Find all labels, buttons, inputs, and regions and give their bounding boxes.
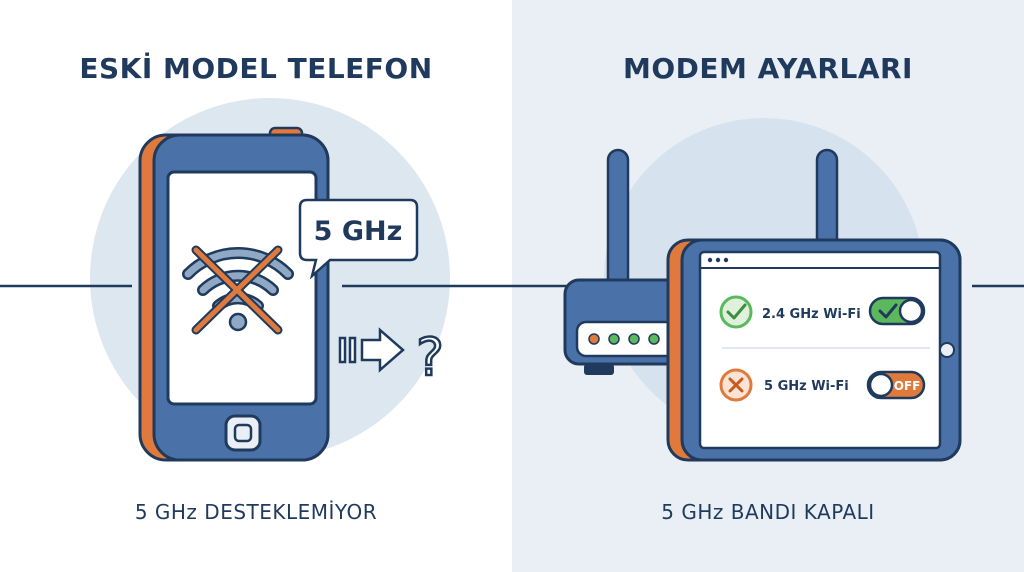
settings-row-24ghz: 2.4 GHz Wi-Fi [719,295,926,329]
toggle-5ghz[interactable]: OFF [866,370,926,400]
right-caption: 5 GHz BANDI KAPALI [661,500,875,524]
question-mark-icon: ? [416,328,444,388]
bubble-label: 5 GHz [314,216,403,247]
led-green [648,333,660,345]
row-5ghz-label: 5 GHz Wi-Fi [764,379,849,394]
settings-row-5ghz: 5 GHz Wi-Fi OFF [719,368,926,402]
tablet-icon [666,238,962,462]
check-icon [719,295,753,329]
left-caption: 5 GHz DESTEKLEMİYOR [134,500,378,524]
arrow-right-icon [338,327,405,373]
toggle-5ghz-text: OFF [894,379,921,393]
right-title: MODEM AYARLARI [623,52,913,85]
disabled-x-icon [191,245,283,335]
frequency-speech-bubble: 5 GHz [298,198,419,280]
left-title: ESKİ MODEL TELEFON [79,52,433,85]
led-orange [588,333,600,345]
led-green [628,333,640,345]
toggle-24ghz[interactable] [868,296,926,326]
led-green [608,333,620,345]
router-icon [563,148,839,375]
row-24ghz-label: 2.4 GHz Wi-Fi [762,307,861,322]
